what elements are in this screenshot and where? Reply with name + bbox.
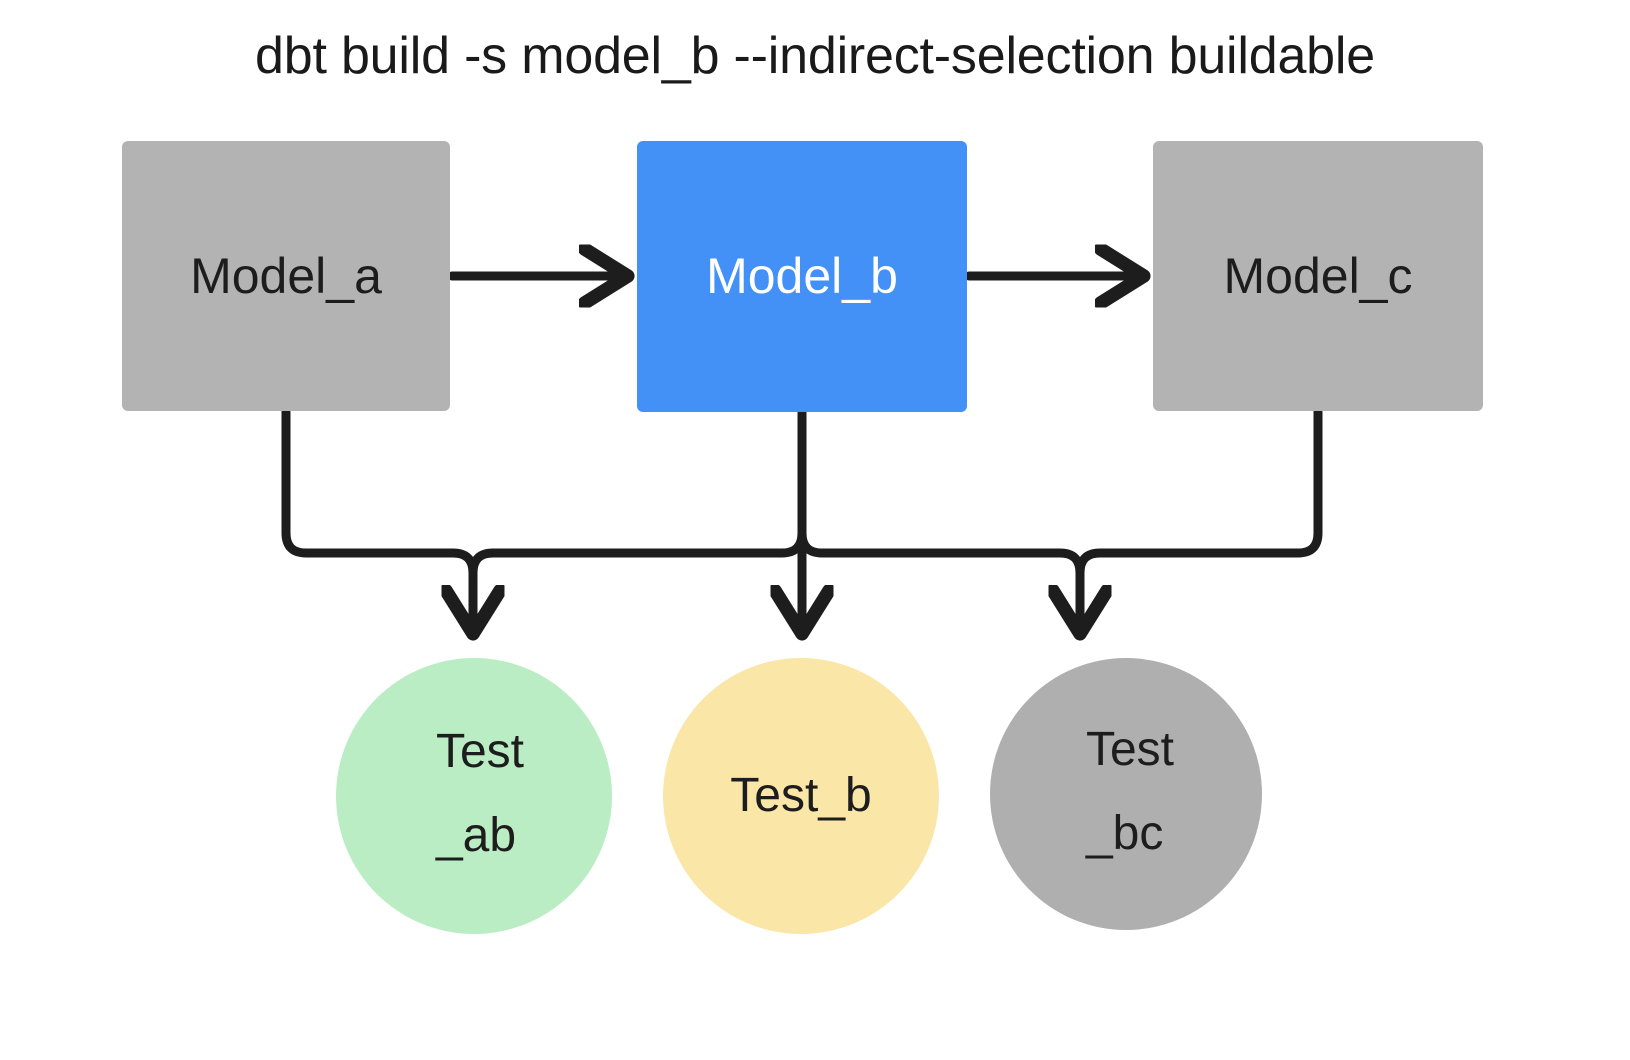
edge-model-c-to-test-bc (1075, 407, 1323, 578)
node-model-a[interactable]: Model_a (122, 141, 450, 411)
node-model-c-label: Model_c (1223, 247, 1413, 304)
node-test-bc-label: Test _bc (1085, 723, 1175, 860)
node-test-b-label: Test_b (730, 769, 872, 822)
node-test-ab[interactable]: Test _ab (336, 658, 612, 934)
node-model-b-label: Model_b (706, 248, 898, 305)
node-model-c[interactable]: Model_c (1153, 141, 1483, 411)
edge-model-b-to-test-ab (468, 407, 807, 578)
node-test-bc[interactable]: Test _bc (990, 658, 1262, 930)
node-test-b[interactable]: Test_b (663, 658, 939, 934)
node-model-b[interactable]: Model_b (637, 141, 967, 412)
node-model-a-label: Model_a (190, 247, 382, 304)
edge-model-b-to-test-bc (797, 407, 1080, 632)
diagram-title: dbt build -s model_b --indirect-selectio… (255, 27, 1375, 85)
node-test-ab-label: Test _ab (435, 725, 525, 862)
edge-model-a-to-test-ab (281, 407, 473, 632)
